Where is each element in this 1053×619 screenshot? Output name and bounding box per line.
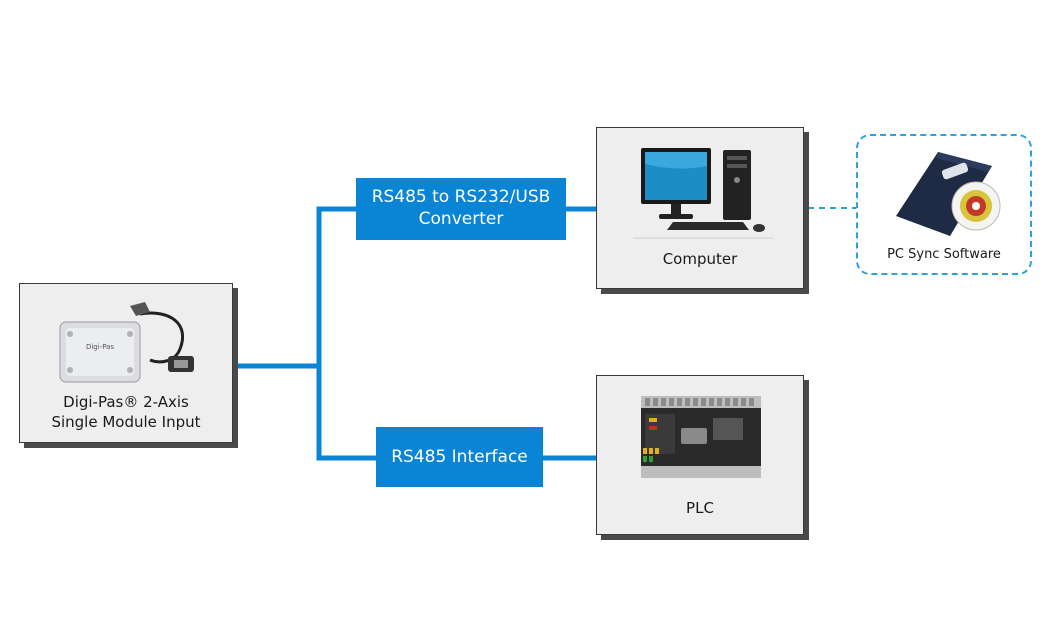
sensor-label-line1: Digi-Pas® 2-Axis <box>63 393 189 411</box>
computer-label: Computer <box>662 250 738 268</box>
sensor-node: Digi-Pas Digi-Pas® 2-Axis Single Module … <box>19 283 233 443</box>
plc-device-icon <box>641 396 761 478</box>
usb-converter-line2: Converter <box>418 209 504 229</box>
computer-icon <box>633 148 773 239</box>
usb-converter-node: RS485 to RS232/USB Converter <box>356 178 566 240</box>
computer-node: Computer <box>596 127 804 289</box>
software-label: PC Sync Software <box>887 247 1001 262</box>
plc-label: PLC <box>686 499 714 517</box>
plc-node: PLC <box>596 375 804 535</box>
sensor-label-line2: Single Module Input <box>51 413 201 431</box>
rs485-interface-label: RS485 Interface <box>391 447 528 467</box>
sensor-module-icon: Digi-Pas <box>59 302 194 383</box>
svg-text:Digi-Pas: Digi-Pas <box>86 343 114 351</box>
software-node: PC Sync Software <box>856 134 1032 275</box>
software-package-icon <box>896 152 1001 236</box>
usb-converter-line1: RS485 to RS232/USB <box>371 187 551 207</box>
rs485-interface-node: RS485 Interface <box>376 427 543 487</box>
